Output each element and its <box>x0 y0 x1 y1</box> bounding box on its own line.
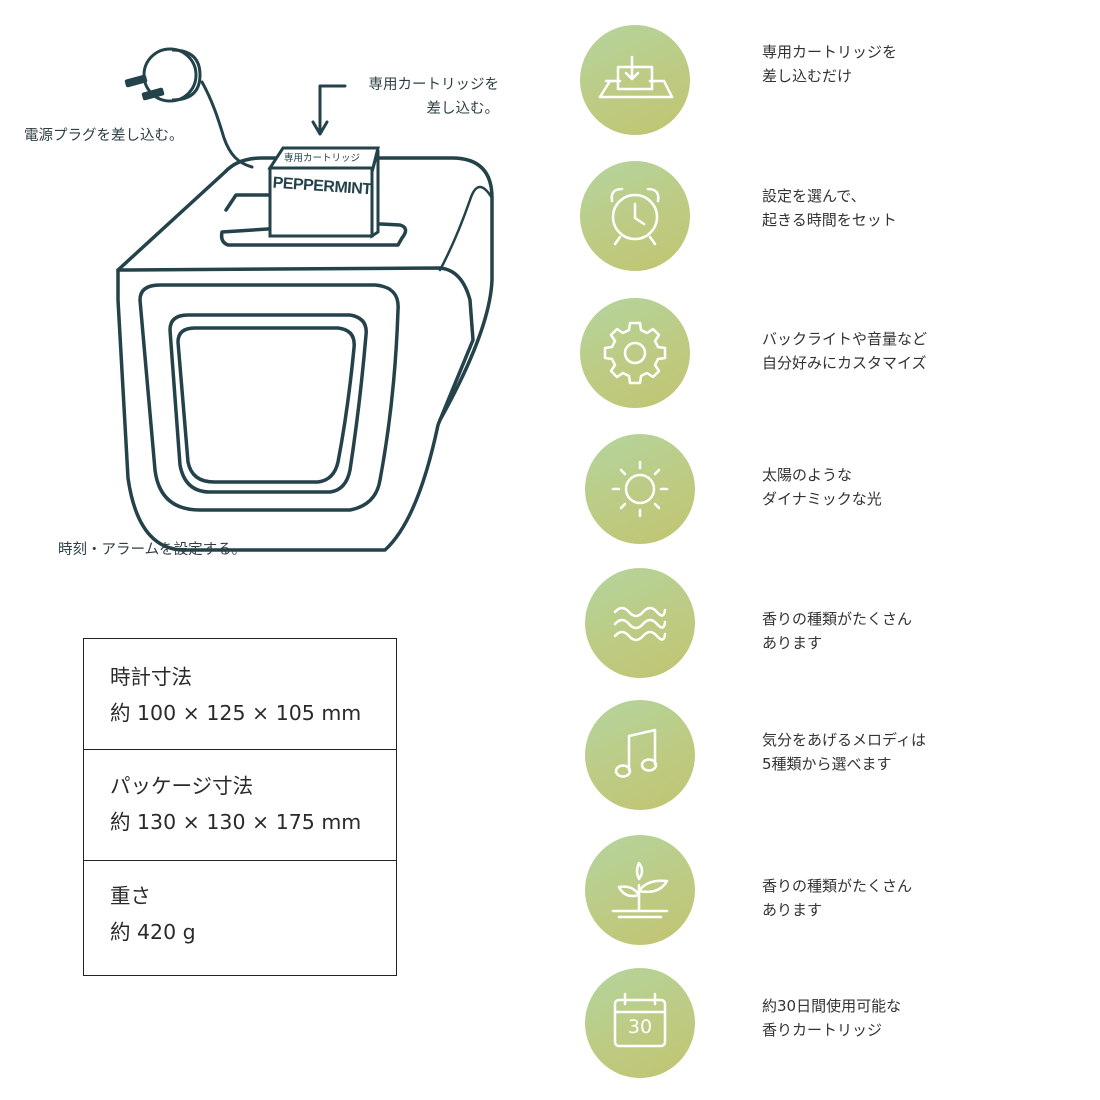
calendar-day: 30 <box>627 1016 653 1038</box>
callout-cartridge: 専用カートリッジを 差し込む。 <box>368 77 500 117</box>
callout-clock: 時刻・アラームを設定する。 <box>58 542 247 558</box>
calendar-icon: 30 <box>585 968 695 1078</box>
feature-text-alarm: 設定を選んで、 起きる時間をセット <box>762 187 897 229</box>
feature-text-customize: バックライトや音量など 自分好みにカスタマイズ <box>762 330 928 372</box>
spec-row-weight: 重さ 約 420 g <box>84 860 396 975</box>
waves-icon <box>585 568 695 678</box>
callout-plug: 電源プラグを差し込む。 <box>24 128 184 144</box>
spec-row-clock-size: 時計寸法 約 100 × 125 × 105 mm <box>84 639 396 749</box>
alarm-clock-icon <box>580 161 690 271</box>
spec-label: パッケージ寸法 <box>110 774 254 798</box>
cartridge-insert-icon <box>580 25 690 135</box>
gear-icon <box>580 298 690 408</box>
sun-icon <box>585 434 695 544</box>
spec-value: 約 130 × 130 × 175 mm <box>110 810 362 834</box>
music-note-icon <box>585 700 695 810</box>
spec-value: 約 420 g <box>110 920 196 944</box>
spec-label: 重さ <box>110 884 151 908</box>
feature-text-scents-2: 香りの種類がたくさん あります <box>762 877 913 919</box>
feature-text-melody: 気分をあげるメロディは 5種類から選べます <box>762 731 926 773</box>
product-illustration: 専用カートリッジ PEPPERMINT <box>0 0 560 600</box>
sprout-icon <box>585 835 695 945</box>
feature-text-sun: 太陽のような ダイナミックな光 <box>762 466 882 508</box>
spec-label: 時計寸法 <box>110 665 192 689</box>
feature-text-30days: 約30日間使用可能な 香りカートリッジ <box>762 997 902 1039</box>
spec-table: 時計寸法 約 100 × 125 × 105 mm パッケージ寸法 約 130 … <box>83 638 397 976</box>
spec-row-package-size: パッケージ寸法 約 130 × 130 × 175 mm <box>84 749 396 860</box>
feature-text-cartridge: 専用カートリッジを 差し込むだけ <box>762 43 898 85</box>
feature-text-scents: 香りの種類がたくさん あります <box>762 610 913 652</box>
cartridge-label: 専用カートリッジ <box>283 153 360 164</box>
power-plug-icon <box>124 47 202 103</box>
aroma-clock-drawing <box>116 47 494 552</box>
spec-value: 約 100 × 125 × 105 mm <box>110 701 362 725</box>
